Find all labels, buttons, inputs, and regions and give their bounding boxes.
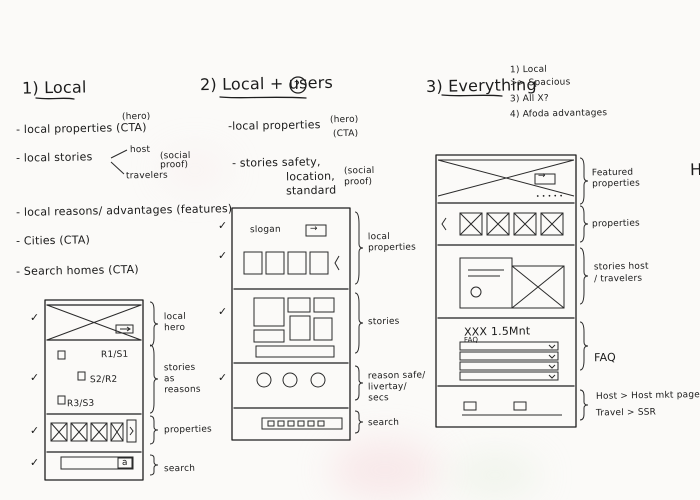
background-smudge [160, 150, 230, 190]
background-smudge [450, 455, 540, 495]
faq-inner-label: FAQ [463, 335, 479, 345]
background-smudge [330, 440, 440, 500]
section-label: FAQ [593, 350, 617, 365]
carousel-dots: • • • • • [535, 192, 564, 201]
hero-arrow: → [537, 170, 546, 182]
footer-route: Travel > SSR [595, 407, 657, 419]
section-label: stories host / travelers [593, 261, 649, 285]
section-label: properties [591, 218, 641, 230]
edge-mark: H [689, 159, 700, 180]
section-label: Featured properties [591, 167, 641, 190]
footer-route: Host > Host mkt page [595, 390, 700, 402]
